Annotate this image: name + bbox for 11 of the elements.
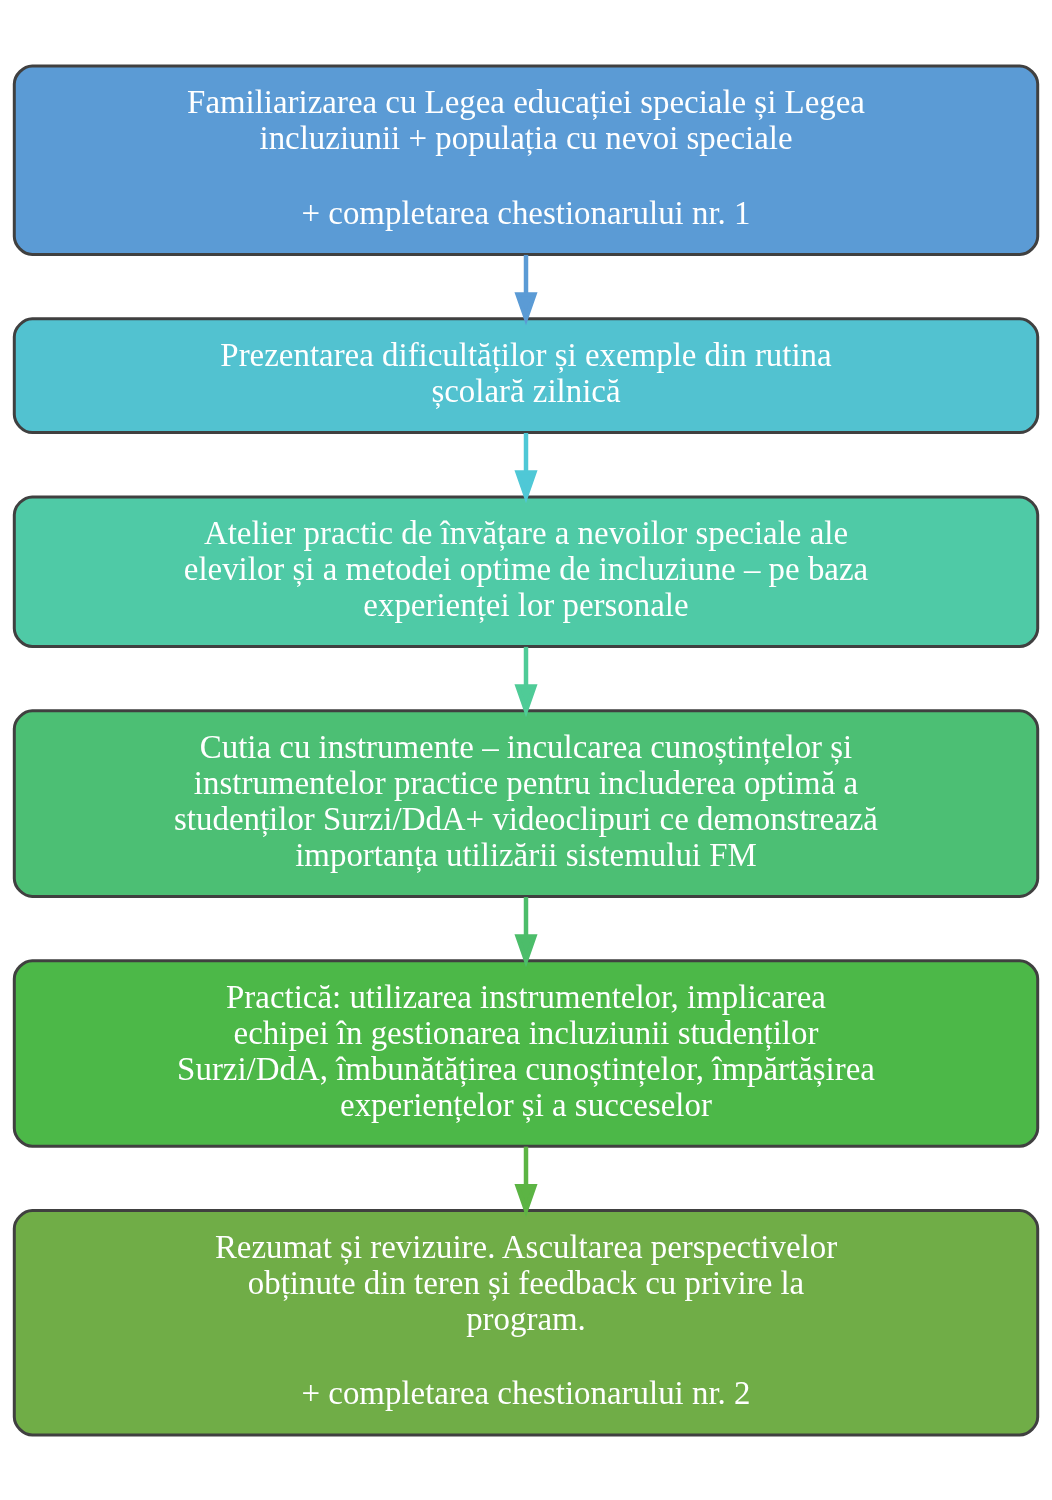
arrow bbox=[514, 254, 538, 325]
arrow bbox=[514, 1146, 538, 1217]
node-box: Prezentarea dificultăților și exemple din rutina școlară zilnică bbox=[12, 316, 1040, 434]
node-box: Familiarizarea cu Legea educației speciale și Legea incluziunii + populația cu nevoi speciale + completarea chestionarului nr. 1 bbox=[12, 64, 1040, 256]
node-box: Cutia cu instrumente – inculcarea cunoștințelor și instrumentelor practice pentru includerea optimă a studenților Surzi/DdA+ videoclipuri ce demonstrează importanța utilizării sistemului FM bbox=[12, 708, 1040, 898]
node-box: Rezumat și revizuire. Ascultarea perspectivelor obținute din teren și feedback cu privire la program. + completarea chestionarului nr. 2 bbox=[12, 1208, 1040, 1436]
arrow bbox=[514, 896, 538, 967]
node-box: Atelier practic de învățare a nevoilor speciale ale elevilor și a metodei optime de incluziune – pe baza experienței lor personale bbox=[12, 494, 1040, 648]
node-box: Practică: utilizarea instrumentelor, implicarea echipei în gestionarea incluziunii studenților Surzi/DdA, îmbunătățirea cunoștințelor, împărtășirea experiențelor și a succeselor bbox=[12, 958, 1040, 1148]
arrow bbox=[514, 646, 538, 717]
arrow bbox=[514, 432, 538, 503]
